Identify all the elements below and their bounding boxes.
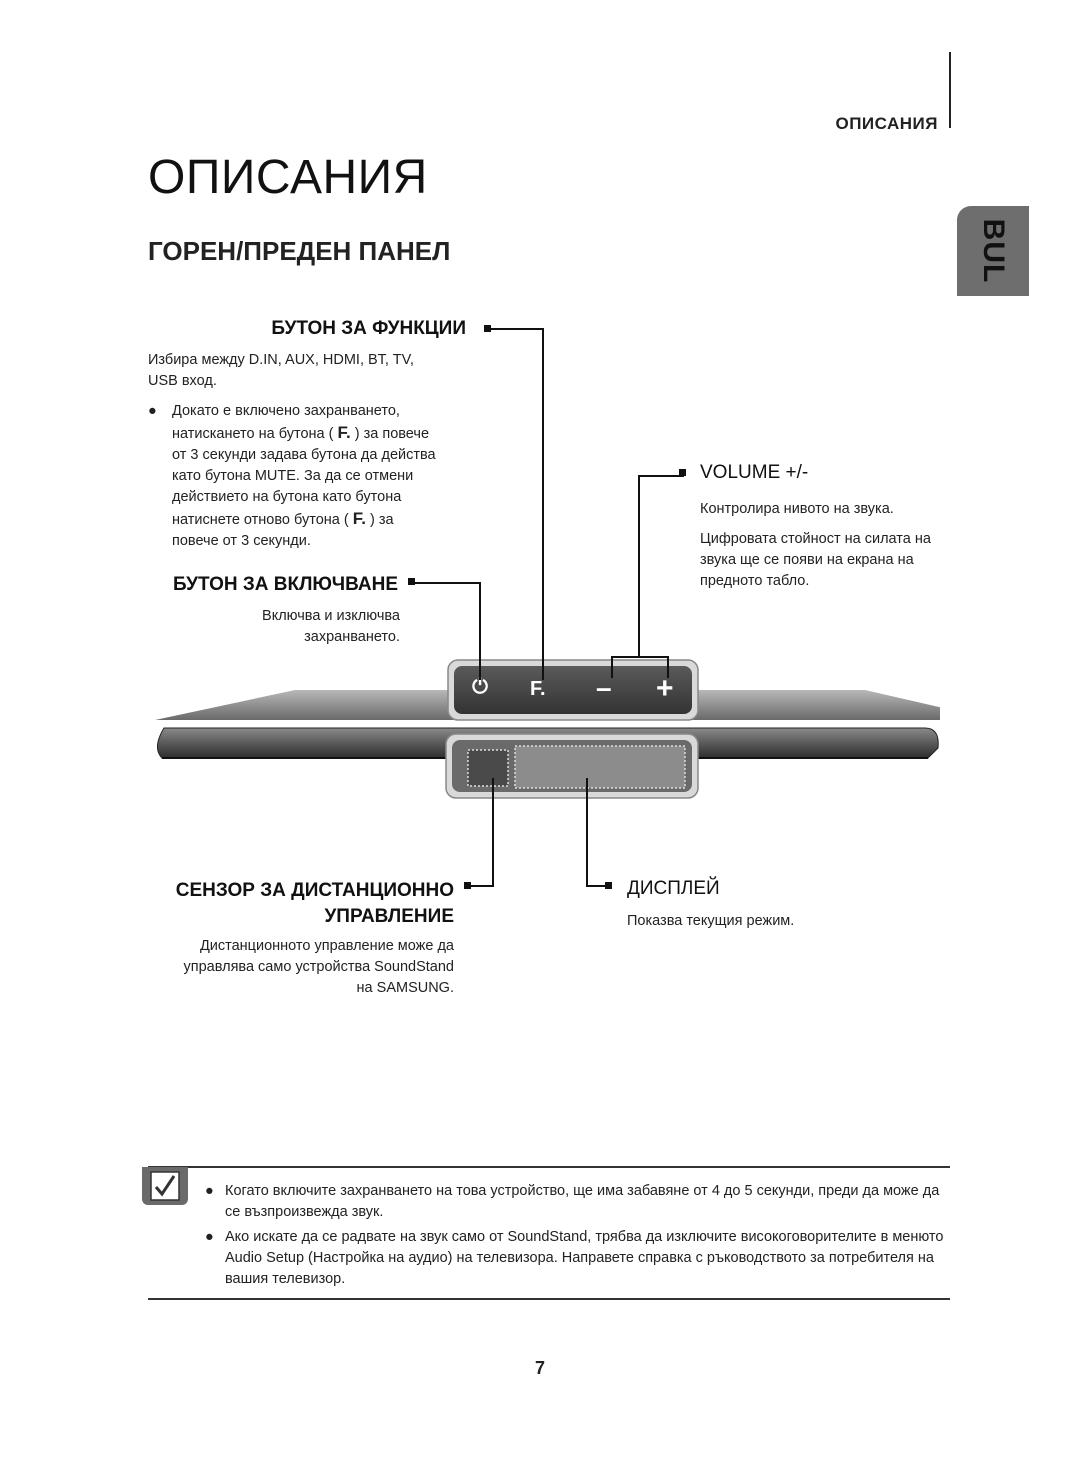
display-leader-v bbox=[586, 778, 588, 886]
function-button-marker bbox=[484, 325, 491, 332]
function-note-line-5: действието на бутона като бутона bbox=[172, 489, 402, 505]
power-leader-v bbox=[479, 582, 481, 680]
function-leader-h bbox=[488, 328, 543, 330]
volume-desc: Контролира нивото на звука. Цифровата ст… bbox=[700, 501, 931, 589]
page-title: ОПИСАНИЯ bbox=[148, 151, 428, 204]
function-note-line-7: повече от 3 секунди. bbox=[172, 533, 311, 549]
soundbar-illustration bbox=[155, 659, 940, 799]
volume-up-button[interactable]: + bbox=[656, 672, 674, 705]
function-button-note: ● Докато е включено захранването, натиск… bbox=[148, 401, 478, 552]
note-item: ● Когато включите захранването на това у… bbox=[205, 1183, 940, 1220]
volume-leader-dot bbox=[683, 474, 685, 476]
volume-marker bbox=[679, 469, 686, 476]
notes-bottom-rule bbox=[148, 1298, 950, 1300]
power-leader-h bbox=[412, 582, 480, 584]
function-note-line-6: натиснете отново бутона ( F. ) за bbox=[172, 509, 394, 528]
power-icon[interactable]: ⏻ bbox=[472, 676, 488, 698]
power-button-marker bbox=[408, 578, 415, 585]
display-label: ДИСПЛЕЙ bbox=[627, 878, 720, 899]
volume-leader-plus bbox=[667, 656, 669, 678]
function-note-line-1: Докато е включено захранването, bbox=[172, 403, 400, 419]
function-button[interactable]: F. bbox=[530, 678, 546, 700]
volume-down-button[interactable]: – bbox=[596, 672, 612, 703]
power-button-label: БУТОН ЗА ВКЛЮЧВАНЕ bbox=[172, 574, 398, 595]
bullet-icon: ● bbox=[148, 403, 157, 419]
volume-leader-h bbox=[638, 475, 684, 477]
power-button-desc: Включва и изключва захранването. bbox=[262, 608, 400, 645]
remote-sensor-marker bbox=[464, 882, 471, 889]
function-desc-line-2: USB вход. bbox=[148, 373, 217, 389]
language-tab: BUL bbox=[957, 206, 1029, 296]
running-header: ОПИСАНИЯ bbox=[835, 114, 938, 133]
bullet-icon: ● bbox=[205, 1183, 214, 1199]
remote-sensor-label: СЕНЗОР ЗА ДИСТАНЦИОННО УПРАВЛЕНИЕ bbox=[175, 880, 454, 927]
function-symbol-icon: F. bbox=[337, 423, 351, 442]
volume-leader-minus bbox=[611, 656, 613, 678]
volume-leader-v bbox=[638, 475, 640, 657]
display-marker bbox=[605, 882, 612, 889]
function-leader-v bbox=[542, 328, 544, 680]
section-title: ГОРЕН/ПРЕДЕН ПАНЕЛ bbox=[148, 236, 451, 266]
remote-sensor-desc: Дистанционното управление може да управл… bbox=[183, 938, 454, 996]
note-icon bbox=[142, 1167, 188, 1205]
function-button-label: БУТОН ЗА ФУНКЦИИ bbox=[271, 318, 466, 339]
notes-top-rule bbox=[148, 1166, 950, 1168]
function-note-line-4: като бутона MUTE. За да се отмени bbox=[172, 468, 414, 484]
header-divider bbox=[949, 52, 951, 128]
note-item: ● Ако искате да се радвате на звук само … bbox=[205, 1229, 944, 1287]
display-window bbox=[514, 745, 686, 789]
function-note-line-3: от 3 секунди задава бутона да действа bbox=[172, 447, 436, 463]
function-button-desc: Избира между D.IN, AUX, HDMI, BT, TV, US… bbox=[148, 350, 468, 392]
function-desc-line-1: Избира между D.IN, AUX, HDMI, BT, TV, bbox=[148, 352, 414, 368]
bullet-icon: ● bbox=[205, 1229, 214, 1245]
display-desc: Показва текущия режим. bbox=[627, 913, 795, 929]
display-leader-h bbox=[586, 885, 608, 887]
function-symbol-icon: F. bbox=[352, 509, 366, 528]
volume-leader-bracket bbox=[611, 656, 669, 658]
volume-label: VOLUME +/- bbox=[700, 462, 809, 483]
page-number: 7 bbox=[534, 1358, 545, 1378]
sensor-leader-h bbox=[470, 885, 494, 887]
remote-sensor-window bbox=[467, 749, 509, 787]
language-tab-label: BUL bbox=[977, 218, 1010, 284]
sensor-leader-v bbox=[492, 778, 494, 886]
function-note-line-2: натискането на бутона ( F. ) за повече bbox=[172, 423, 430, 442]
